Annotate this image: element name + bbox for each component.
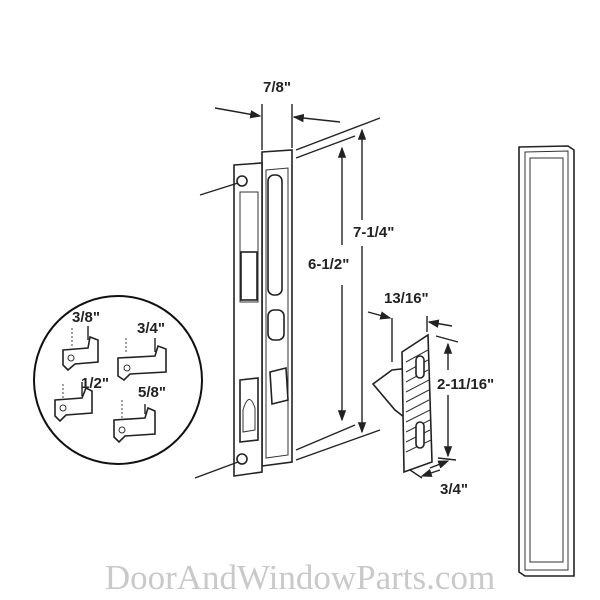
lock-width-dimension: 7/8" xyxy=(214,79,341,150)
keeper xyxy=(371,333,433,474)
mortise-lock-body xyxy=(194,149,293,479)
hook-3-8: 3/8" xyxy=(62,309,100,372)
svg-text:1/2": 1/2" xyxy=(81,375,109,392)
overall-height-dimension: 7-1/4" xyxy=(353,128,394,434)
screw-bottom xyxy=(236,453,248,465)
inside-pull-trim xyxy=(518,145,575,577)
svg-text:3/8": 3/8" xyxy=(72,309,100,326)
hole-spacing-dimension: 6-1/2" xyxy=(308,146,349,422)
hook-1-2: 1/2" xyxy=(54,375,109,423)
keeper-height-label: 2-11/16" xyxy=(437,376,494,393)
keeper-depth-dimension: 13/16" xyxy=(367,290,453,362)
overall-height-label: 7-1/4" xyxy=(353,224,394,241)
keeper-width-dimension: 3/4" xyxy=(409,460,468,498)
latch-hook xyxy=(240,251,258,301)
keeper-width-label: 3/4" xyxy=(440,481,468,498)
hook-5-8: 5/8" xyxy=(113,384,166,444)
hook-options-detail: 3/8" 3/4" 1/2" 5/8" xyxy=(33,295,203,465)
hook-3-4: 3/4" xyxy=(117,320,167,382)
hole-spacing-label: 6-1/2" xyxy=(308,256,349,273)
keeper-height-dimension: 2-11/16" xyxy=(435,335,494,461)
svg-text:5/8": 5/8" xyxy=(138,384,166,401)
screw-top xyxy=(236,175,248,187)
svg-text:3/4": 3/4" xyxy=(137,320,165,337)
watermark: DoorAndWindowParts.com xyxy=(105,558,495,597)
lock-width-label: 7/8" xyxy=(263,79,291,96)
keeper-depth-label: 13/16" xyxy=(384,290,429,307)
